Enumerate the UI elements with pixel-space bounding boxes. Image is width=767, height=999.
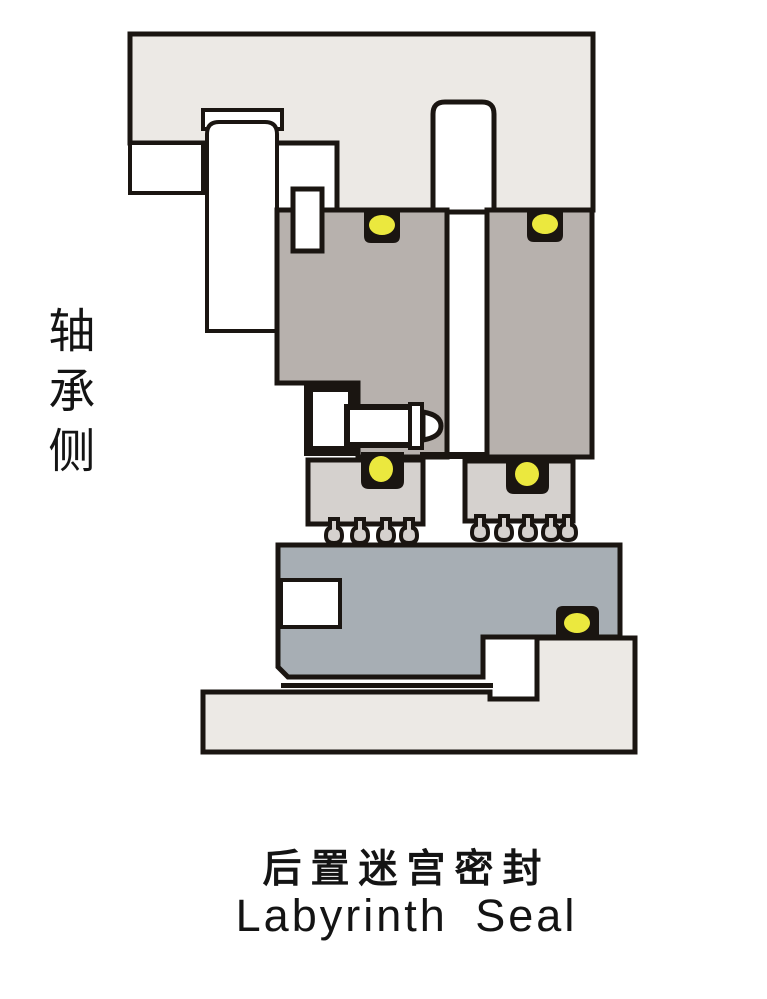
set-screw-shank [344, 404, 414, 448]
labyrinth-tooth [540, 514, 562, 543]
gland-left [274, 207, 450, 460]
labyrinth-tooth [375, 517, 397, 546]
rotor-sleeve [275, 542, 623, 680]
oring-mid-right [515, 462, 539, 486]
set-screw-tip [420, 409, 444, 443]
labyrinth-tooth [398, 517, 420, 546]
oring-mid-left [369, 456, 393, 482]
gland-right [484, 207, 595, 460]
labyrinth-tooth [469, 514, 491, 543]
caption-chinese: 后置迷宫密封 [262, 848, 551, 891]
labyrinth-tooth [323, 517, 345, 546]
labyrinth-tooth [493, 514, 515, 543]
labyrinth-tooth [517, 514, 539, 543]
housing-notch [128, 141, 205, 195]
set-screw-head [313, 392, 348, 446]
labyrinth-tooth [349, 517, 371, 546]
oring-rotor [564, 613, 590, 633]
stud [430, 99, 497, 215]
retainer-body [205, 120, 279, 333]
strip-bottom-line [420, 452, 488, 459]
bearing-side-label: 轴承侧 [40, 306, 93, 486]
caption-english: Labyrinth Seal [235, 890, 578, 941]
clearance-gap-line [281, 683, 493, 688]
labyrinth-tooth [557, 514, 579, 543]
set-screw-collar [408, 402, 424, 450]
anti-rotation-pin [290, 186, 325, 254]
shaft [200, 635, 638, 755]
oring-top-left [369, 215, 395, 235]
oring-top-right [532, 214, 558, 234]
rotor-notch [279, 578, 342, 629]
